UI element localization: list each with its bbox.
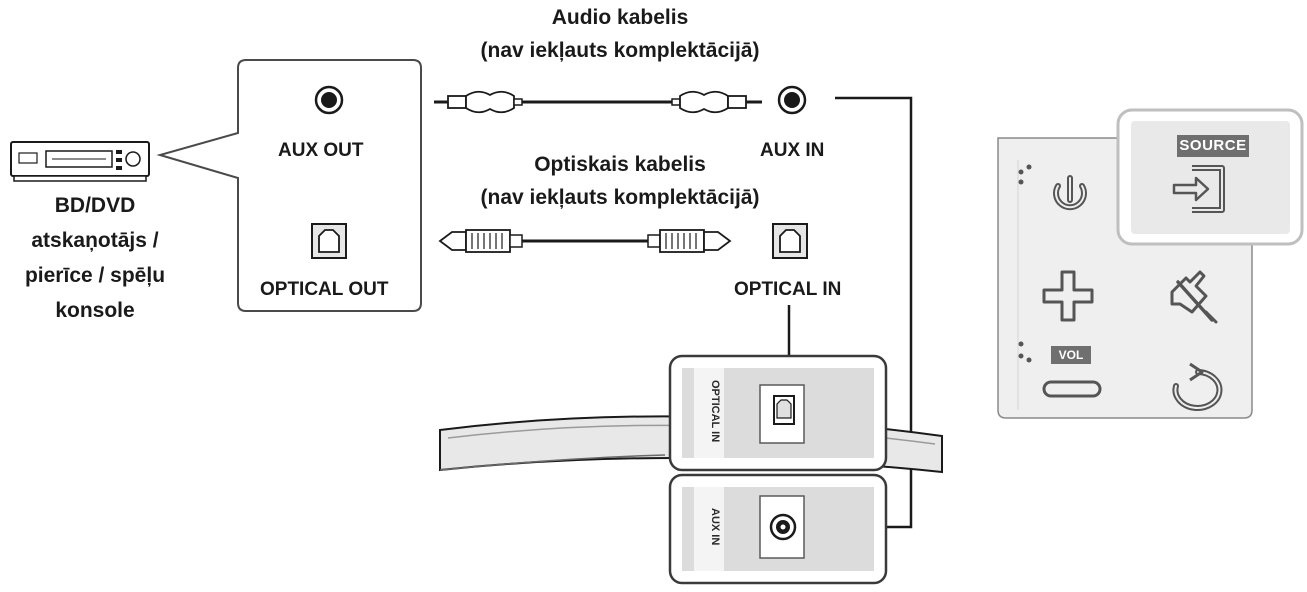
- mute-icon: [1170, 270, 1218, 324]
- optical-in-label: OPTICAL IN: [734, 279, 842, 300]
- optical-cable-note: (nav iekļauts komplektācijā): [480, 186, 760, 209]
- optical-cable: [438, 229, 732, 253]
- optical-out-label: OPTICAL OUT: [260, 279, 389, 300]
- soundbar-aux-panel: [668, 473, 888, 585]
- device-name-line4: konsole: [55, 299, 135, 322]
- source-tag: SOURCE: [1177, 135, 1249, 157]
- optical-out-port-icon: [311, 223, 347, 259]
- optical-in-port-icon: [772, 223, 808, 259]
- audio-cable-title: Audio kabelis: [551, 6, 689, 29]
- panel-optical-in-label: OPTICAL IN: [709, 380, 721, 443]
- source-input-icon: [1172, 165, 1225, 213]
- audio-cable-note: (nav iekļauts komplektācijā): [480, 39, 760, 62]
- aux-out-label: AUX OUT: [278, 140, 364, 161]
- device-name-line3: pierīce / spēļu: [24, 264, 166, 287]
- repeat-icon: [1172, 362, 1223, 411]
- device-name-line1: BD/DVD: [54, 194, 136, 217]
- aux-in-jack-icon: [777, 85, 807, 115]
- aux-in-label: AUX IN: [760, 140, 825, 161]
- aux-out-jack-icon: [314, 85, 344, 115]
- audio-cable: [434, 90, 762, 114]
- vol-tag: VOL: [1051, 346, 1091, 364]
- power-icon: [1018, 164, 1087, 211]
- soundbar-optical-panel: [668, 354, 888, 472]
- vol-dots: [1018, 341, 1032, 363]
- volume-up-icon: [1042, 270, 1094, 322]
- optical-cable-title: Optiskais kabelis: [534, 153, 706, 176]
- source-port-callout: [156, 59, 422, 312]
- device-name-line2: atskaņotājs /: [31, 229, 159, 252]
- source-highlight: [1116, 108, 1304, 246]
- panel-aux-in-label: AUX IN: [709, 508, 721, 546]
- bd-dvd-player-icon: [10, 141, 150, 182]
- volume-down-icon: [1042, 380, 1102, 398]
